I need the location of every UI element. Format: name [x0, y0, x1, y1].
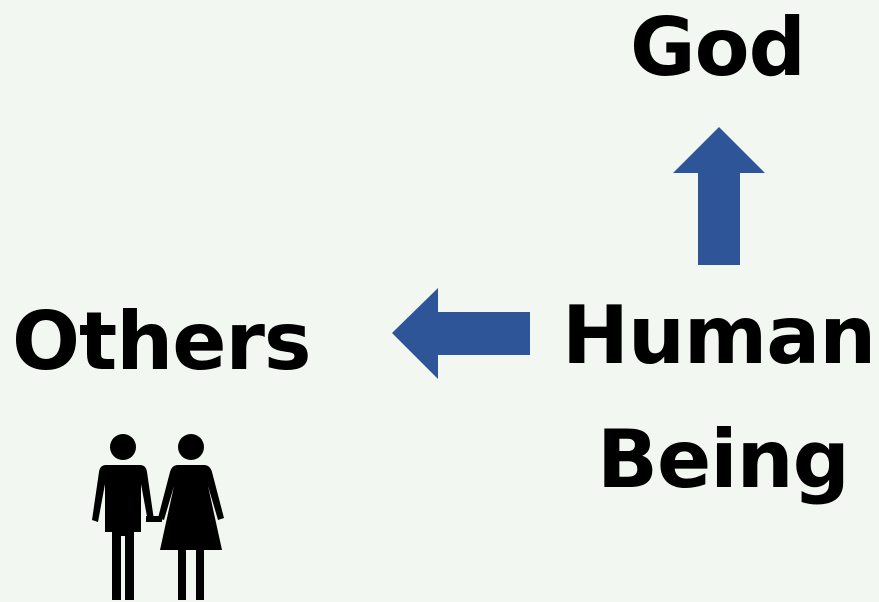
god-label: God [630, 1, 806, 94]
human-label: Human [562, 289, 876, 382]
left-arrow-icon [392, 288, 530, 379]
others-label: Others [12, 295, 312, 388]
man-and-woman-icon [92, 434, 224, 600]
up-arrow-icon [673, 127, 765, 265]
being-label: Being [597, 413, 850, 506]
